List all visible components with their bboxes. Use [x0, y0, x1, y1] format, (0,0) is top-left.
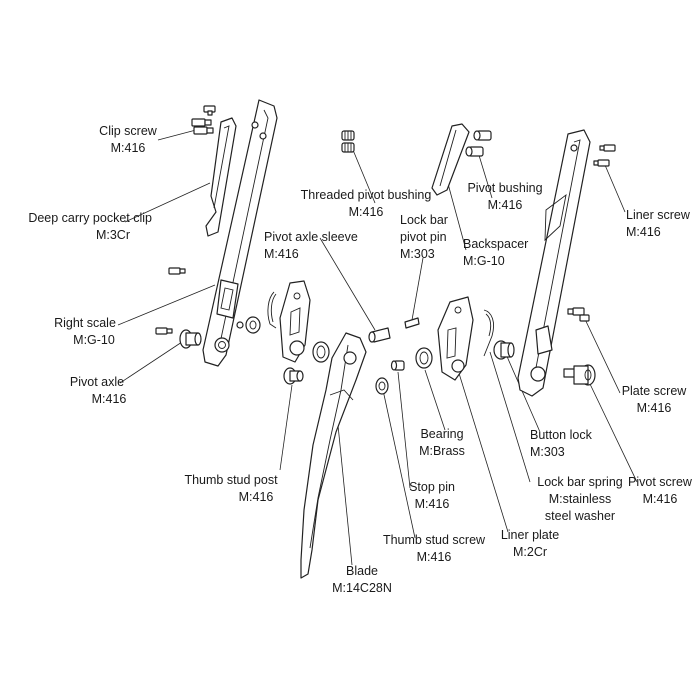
plate-screw-material: M:416	[636, 401, 672, 415]
clip-screw-name: Clip screw	[99, 124, 157, 138]
pivot-axle-name: Pivot axle	[69, 375, 125, 389]
lock-bar-spring-name: Lock bar spring	[537, 475, 623, 489]
blade-material: M:14C28N	[332, 581, 392, 595]
lock-bar-pivot-pin-name-line2: pivot pin	[400, 230, 447, 244]
right-scale-name: Right scale	[54, 316, 116, 330]
pivot-axle-sleeve-name: Pivot axle sleeve	[264, 230, 358, 244]
stop-pin-name: Stop pin	[409, 480, 455, 494]
plate-screws	[567, 307, 590, 322]
stop-pin-material: M:416	[414, 497, 450, 511]
label-deep-carry-pocket-clip: Deep carry pocket clip M:3Cr	[0, 210, 152, 244]
liner-plate-part	[437, 296, 474, 381]
lock-bar-spring-part	[483, 309, 495, 357]
deep-carry-pocket-clip-material: M:3Cr	[95, 228, 130, 242]
thumb-stud-screw-part	[375, 377, 389, 395]
label-right-scale: Right scale M:G-10	[50, 315, 120, 349]
backspacer-material: M:G-10	[463, 254, 505, 268]
label-liner-plate: Liner plate M:2Cr	[496, 527, 564, 561]
liner-screw-name: Liner screw	[626, 208, 690, 222]
lock-bar-spring-material-line1: M:stainless	[548, 492, 612, 506]
blade-name: Blade	[346, 564, 378, 578]
label-pivot-screw: Pivot screw M:416	[620, 474, 700, 508]
pivot-screw-part	[563, 364, 596, 386]
right-scale-screws	[155, 267, 186, 335]
bearing-material: M:Brass	[419, 444, 465, 458]
button-lock-material: M:303	[530, 445, 565, 459]
threaded-pivot-bushing-name: Threaded pivot bushing	[300, 188, 432, 202]
backspacer-part	[431, 123, 470, 196]
plate-screw-name: Plate screw	[621, 384, 687, 398]
label-bearing: Bearing M:Brass	[416, 426, 468, 460]
left-liner-plate-part	[279, 280, 311, 363]
label-threaded-pivot-bushing: Threaded pivot bushing M:416	[293, 187, 439, 221]
pivot-bushing-material: M:416	[487, 198, 523, 212]
liner-screws	[593, 144, 616, 167]
clip-screw-material: M:416	[110, 141, 146, 155]
bearing-name: Bearing	[420, 427, 464, 441]
lock-bar-pivot-pin-material: M:303	[400, 247, 435, 261]
stop-pin-part	[390, 360, 405, 371]
blade-part	[300, 332, 367, 579]
deep-carry-pocket-clip-part	[205, 117, 237, 237]
backspacer-name: Backspacer	[463, 237, 529, 251]
lock-bar-pivot-pin-name-line1: Lock bar	[400, 213, 448, 227]
pivot-screw-material: M:416	[642, 492, 678, 506]
label-pivot-axle-sleeve: Pivot axle sleeve M:416	[264, 229, 374, 263]
label-button-lock: Button lock M:303	[530, 427, 606, 461]
label-lock-bar-spring: Lock bar spring M:stainless steel washer	[530, 474, 630, 525]
pivot-bushing-part	[465, 130, 492, 157]
liner-plate-material: M:2Cr	[512, 545, 548, 559]
thumb-stud-post-name: Thumb stud post	[184, 473, 278, 487]
thumb-stud-post-part	[283, 367, 304, 385]
deep-carry-pocket-clip-name: Deep carry pocket clip	[28, 211, 152, 225]
pivot-axle-sleeve-material: M:416	[264, 247, 299, 261]
pivot-bushing-name: Pivot bushing	[467, 181, 543, 195]
label-liner-screw: Liner screw M:416	[626, 207, 698, 241]
label-blade: Blade M:14C28N	[322, 563, 402, 597]
liner-plate-name: Liner plate	[500, 528, 560, 542]
liner-screw-material: M:416	[626, 225, 661, 239]
pivot-axle-sleeve-part	[368, 327, 391, 343]
lock-bar-spring-material-line2: steel washer	[544, 509, 616, 523]
clip-screws	[191, 105, 216, 135]
label-pivot-bushing: Pivot bushing M:416	[462, 180, 548, 214]
button-lock-name: Button lock	[530, 428, 592, 442]
label-thumb-stud-screw: Thumb stud screw M:416	[378, 532, 490, 566]
pivot-screw-name: Pivot screw	[628, 475, 692, 489]
pivot-axle-material: M:416	[91, 392, 127, 406]
lock-bar-pivot-pin-part	[404, 317, 420, 329]
right-scale-material: M:G-10	[73, 333, 115, 347]
leader-lines	[117, 129, 638, 566]
bearing-right	[415, 347, 433, 369]
label-pivot-axle: Pivot axle M:416	[62, 374, 132, 408]
pivot-axle-part	[179, 329, 202, 349]
label-lock-bar-pivot-pin: Lock bar pivot pin M:303	[400, 212, 470, 263]
thumb-stud-post-material: M:416	[238, 490, 274, 504]
thumb-stud-screw-material: M:416	[416, 550, 452, 564]
button-lock-part	[493, 340, 515, 360]
threaded-pivot-bushing-material: M:416	[348, 205, 384, 219]
threaded-pivot-bushing-part	[341, 130, 355, 153]
label-thumb-stud-post: Thumb stud post M:416	[176, 472, 286, 506]
thumb-stud-screw-name: Thumb stud screw	[382, 533, 486, 547]
label-clip-screw: Clip screw M:416	[96, 123, 160, 157]
pivot-spring-clip	[267, 291, 277, 329]
left-scale-part	[517, 129, 591, 397]
label-plate-screw: Plate screw M:416	[618, 383, 690, 417]
pivot-washer	[245, 316, 261, 334]
label-stop-pin: Stop pin M:416	[400, 479, 464, 513]
right-scale-part	[202, 99, 278, 367]
label-backspacer: Backspacer M:G-10	[463, 236, 543, 270]
bearing-left	[312, 341, 330, 363]
